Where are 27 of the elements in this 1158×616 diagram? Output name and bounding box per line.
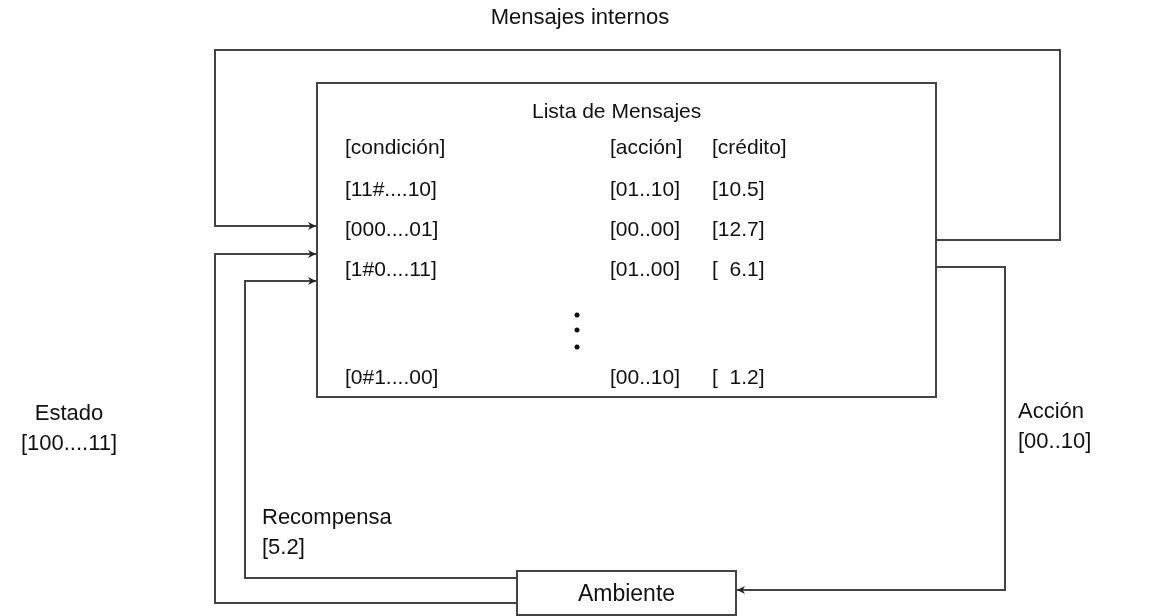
table-text: [000....01] <box>345 216 439 242</box>
table-text: [10.5] <box>712 176 765 202</box>
connector-arrow <box>244 277 517 579</box>
table-text: [ 1.2] <box>712 364 765 390</box>
table-text: [condición] <box>345 134 446 160</box>
edge-label: Recompensa [5.2] <box>262 503 393 561</box>
edge-label: Estado [100....11] <box>19 399 119 457</box>
node-label: Ambiente <box>577 579 676 607</box>
table-text: [01..10] <box>610 176 681 202</box>
table-text: [12.7] <box>712 216 765 242</box>
connector-arrow <box>214 250 517 604</box>
table-text: [ 6.1] <box>712 256 765 282</box>
table-text: [01..00] <box>610 256 681 282</box>
table-text: [crédito] <box>712 134 787 160</box>
table-text: [11#....10] <box>345 176 437 202</box>
table-text: [0#1....00] <box>345 364 439 390</box>
connector-arrow <box>736 266 1006 594</box>
process-box <box>516 570 737 616</box>
table-text: [acción] <box>610 134 683 160</box>
connector-arrow <box>214 49 1061 241</box>
table-text: [00..00] <box>610 216 681 242</box>
message-list-box <box>316 82 937 398</box>
table-text: [00..10] <box>610 364 681 390</box>
edge-label: Mensajes internos <box>489 3 671 31</box>
edge-label: Acción [00..10] <box>1018 397 1093 455</box>
list-heading: Lista de Mensajes <box>532 98 702 124</box>
table-text: [1#0....11] <box>345 256 437 282</box>
